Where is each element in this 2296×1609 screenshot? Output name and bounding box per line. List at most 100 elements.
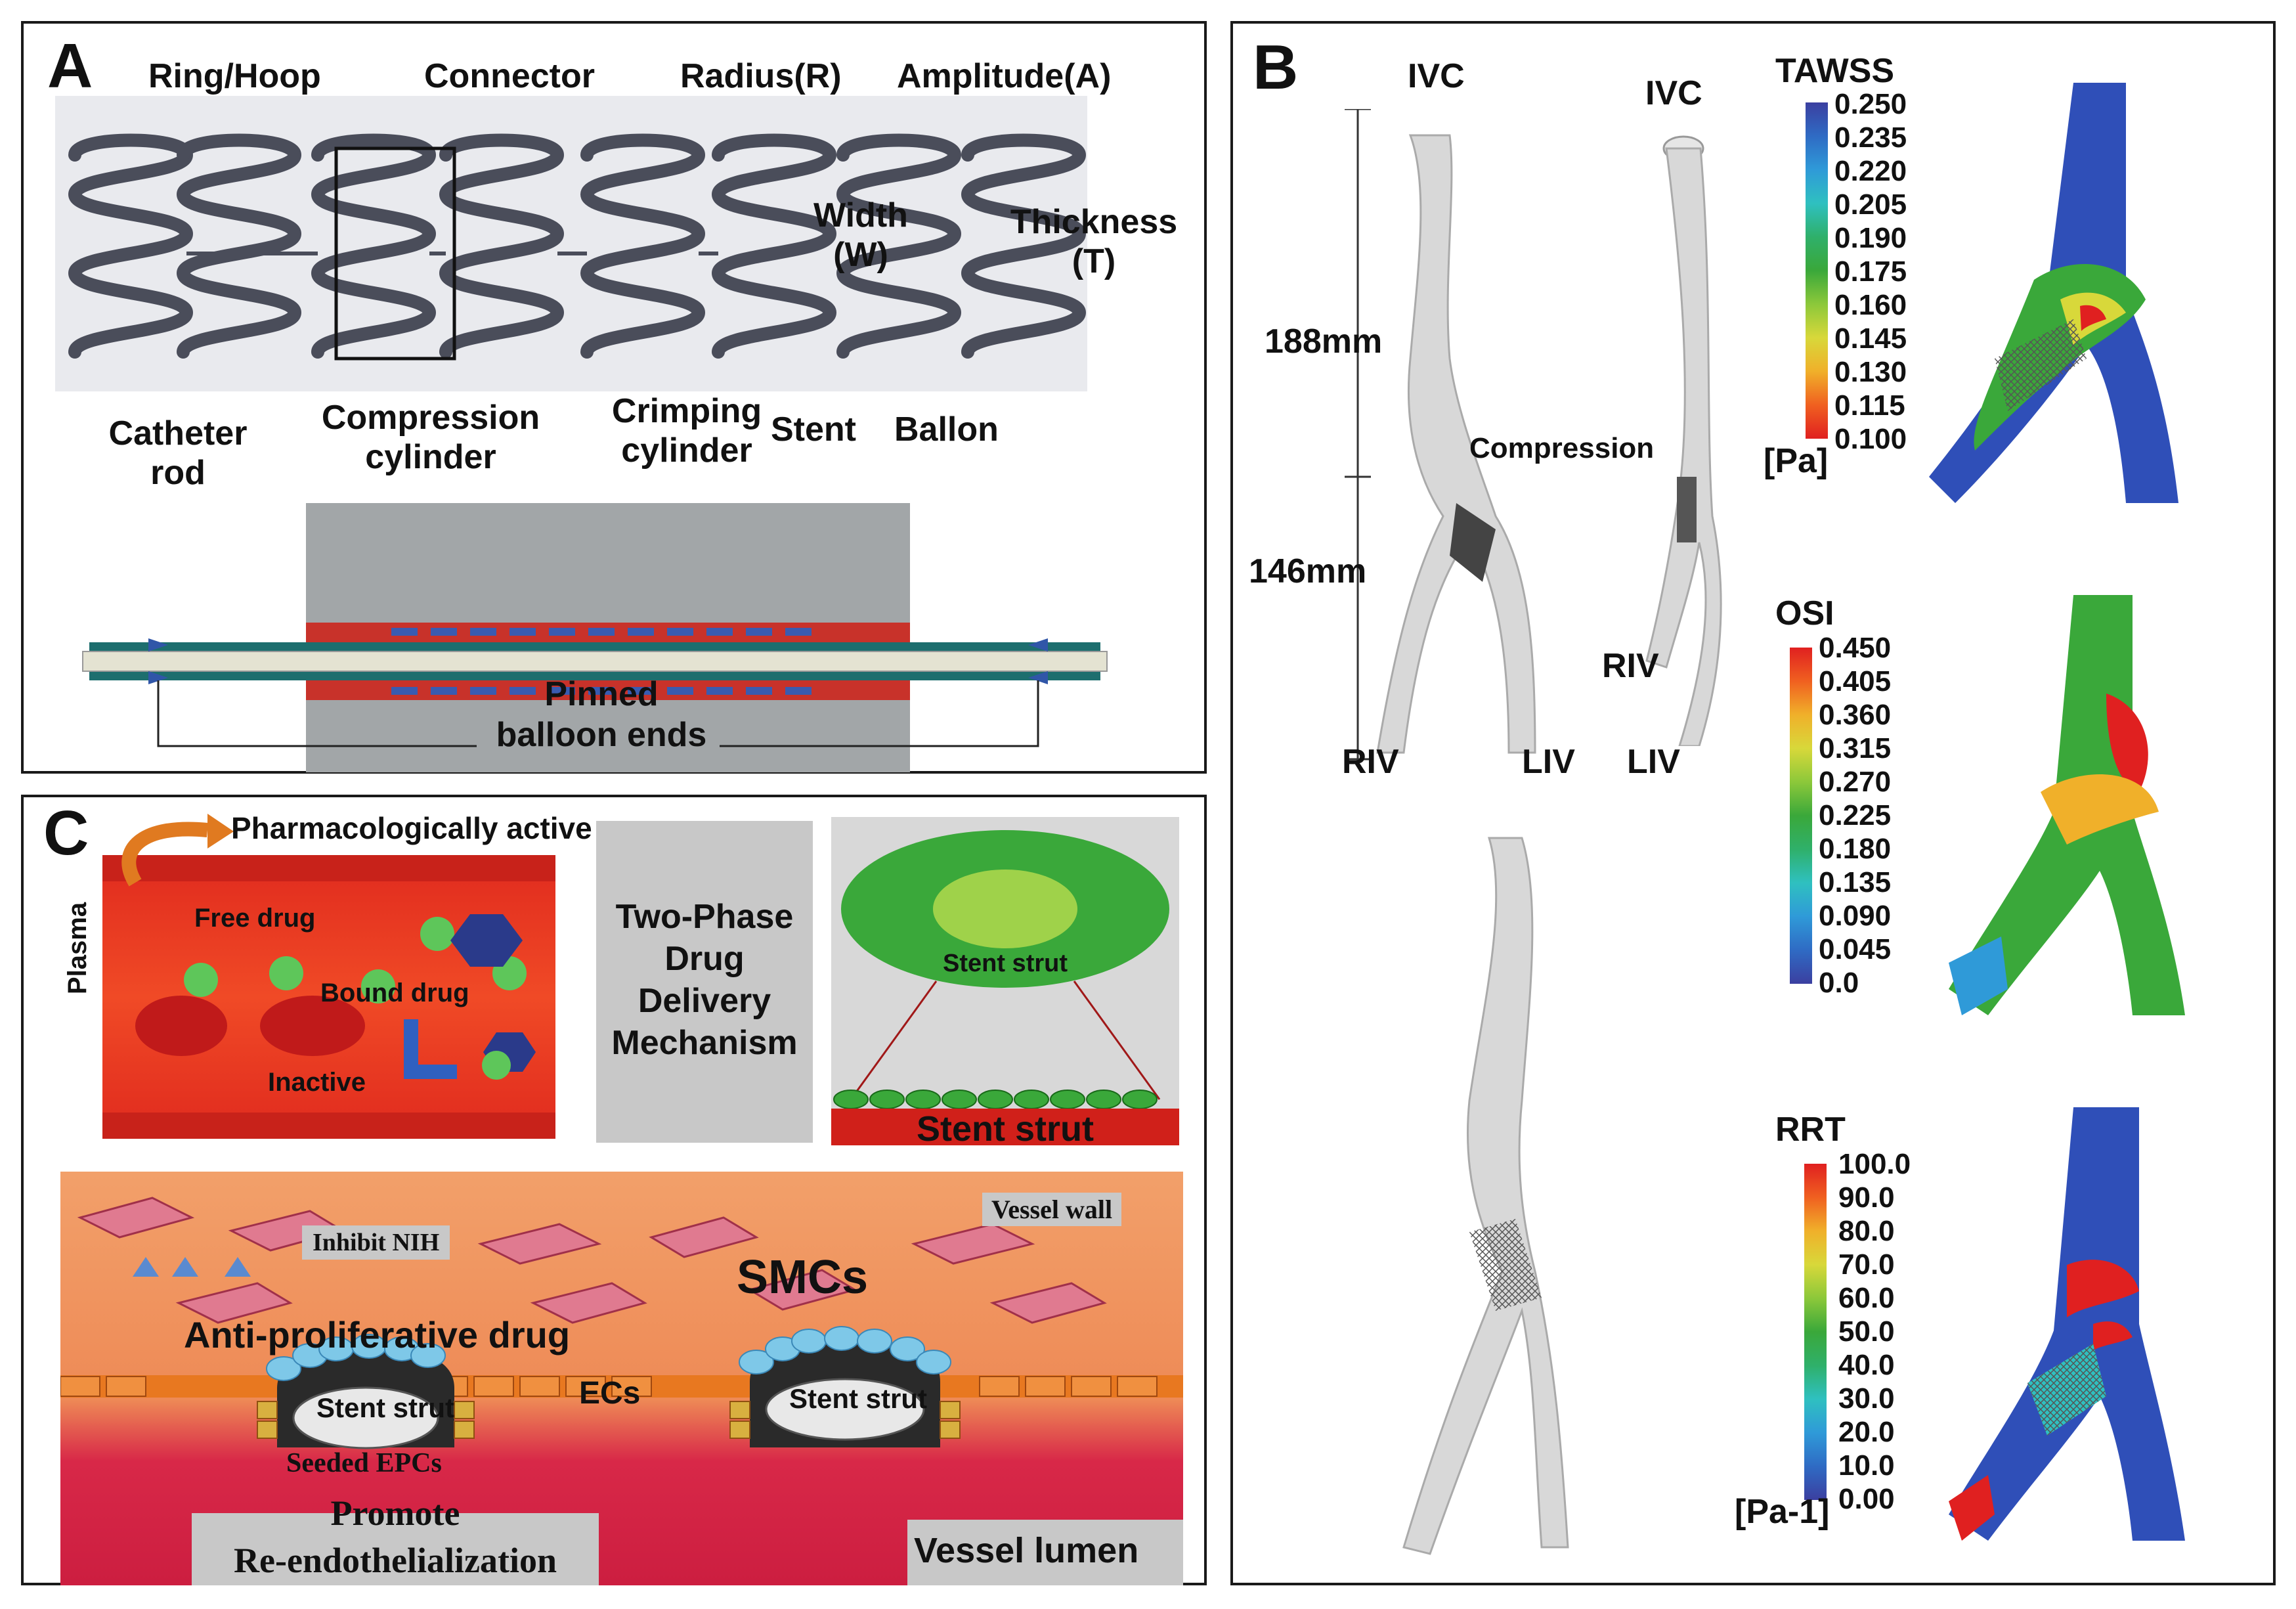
rrt-tick: 40.0	[1838, 1349, 1895, 1381]
label-connector: Connector	[424, 57, 595, 95]
label-stent-strut-2: Stent strut	[789, 1383, 927, 1414]
rrt-tick: 70.0	[1838, 1248, 1895, 1281]
osi-tick: 0.180	[1819, 833, 1892, 865]
label-vessel-wall: Vessel wall	[982, 1193, 1122, 1226]
label-inhibit-nih: Inhibit NIH	[302, 1225, 450, 1260]
rrt-tick: 0.00	[1838, 1483, 1895, 1515]
osi-tick: 0.270	[1819, 766, 1892, 798]
crimping-assembly-svg	[82, 503, 1108, 772]
label-liv-left: LIV	[1522, 743, 1575, 781]
tawss-title: TAWSS	[1775, 52, 1895, 90]
plasma-vessel	[102, 855, 555, 1139]
osi-title: OSI	[1775, 594, 1834, 632]
label-pharmacologically-active: Pharmacologically active	[231, 811, 592, 845]
tawss-tick: 0.205	[1834, 188, 1907, 221]
label-smcs: SMCs	[737, 1251, 869, 1304]
osi-tick: 0.405	[1819, 665, 1892, 697]
label-seeded-epcs: Seeded EPCs	[286, 1448, 442, 1478]
label-stent-strut-bar: Stent strut	[917, 1109, 1094, 1149]
label-liv-right: LIV	[1627, 743, 1680, 781]
label-width: Width (W)	[813, 196, 908, 274]
label-catheter-rod: Catheter rod	[108, 414, 248, 492]
rrt-tick: 20.0	[1838, 1416, 1895, 1448]
stent-strut-zoom	[831, 817, 1179, 1145]
tawss-tick: 0.220	[1834, 155, 1907, 187]
osi-tick: 0.315	[1819, 732, 1892, 764]
rrt-tick: 80.0	[1838, 1215, 1895, 1247]
osi-tick: 0.090	[1819, 900, 1892, 932]
label-stent-strut-1: Stent strut	[316, 1392, 454, 1423]
stent-rings-svg	[68, 133, 1087, 361]
label-compression: Compression	[1469, 432, 1655, 464]
rrt-tick: 60.0	[1838, 1282, 1895, 1314]
pharma-arrow	[121, 814, 234, 887]
label-riv-right: RIV	[1602, 647, 1659, 685]
rrt-title: RRT	[1775, 1111, 1846, 1149]
label-ivc-left: IVC	[1408, 57, 1465, 95]
panel-c-label: C	[43, 798, 89, 868]
label-pinned-balloon-ends: Pinned balloon ends	[496, 675, 707, 754]
label-promote: Promote Re-endothelialization	[234, 1493, 557, 1580]
vein-model-stented	[1402, 837, 1569, 1555]
tawss-tick: 0.190	[1834, 222, 1907, 254]
label-antiproliferative: Anti-proliferative drug	[184, 1314, 571, 1356]
dimension-arrows	[1345, 109, 1371, 760]
tawss-tick: 0.250	[1834, 88, 1907, 120]
osi-contour-plot	[1949, 595, 2185, 1015]
rrt-tick: 10.0	[1838, 1449, 1895, 1482]
vessel-wall-scene	[60, 1172, 1183, 1585]
label-two-phase: Two-Phase Drug Delivery Mechanism	[611, 898, 798, 1062]
osi-tick: 0.045	[1819, 933, 1892, 965]
osi-colorbar	[1790, 648, 1812, 984]
panel-b-label: B	[1253, 32, 1299, 102]
vein-model-side	[1645, 135, 1722, 746]
label-radius: Radius(R)	[680, 57, 842, 95]
label-amplitude: Amplitude(A)	[897, 57, 1112, 95]
panel-b: B IVC 188mm 146mm RIV LIV IVC Compressio…	[1230, 21, 2276, 1585]
label-ballon: Ballon	[894, 410, 999, 449]
label-thickness: Thickness (T)	[1010, 203, 1178, 280]
osi-tick: 0.225	[1819, 799, 1892, 831]
label-plasma: Plasma	[63, 902, 92, 994]
label-riv-left: RIV	[1342, 743, 1399, 781]
ring-highlight-box	[334, 146, 456, 361]
label-stent-strut-top: Stent strut	[943, 950, 1068, 977]
tawss-unit: [Pa]	[1764, 442, 1829, 480]
tawss-tick: 0.145	[1834, 322, 1907, 355]
panel-c: C Pharmacologically active Plasma Free d…	[21, 795, 1207, 1585]
tawss-tick: 0.100	[1834, 423, 1907, 455]
label-bound-drug: Bound drug	[320, 979, 469, 1007]
plasma-vessel-svg	[102, 855, 555, 1139]
rrt-contour-plot	[1949, 1107, 2185, 1541]
label-free-drug: Free drug	[194, 904, 316, 933]
label-dim-146: 146mm	[1249, 552, 1367, 590]
panel-a-label: A	[47, 31, 93, 101]
tawss-colorbar	[1806, 102, 1828, 439]
rrt-tick: 90.0	[1838, 1181, 1895, 1214]
label-stent: Stent	[771, 410, 856, 449]
osi-tick: 0.0	[1819, 967, 1859, 999]
tawss-tick: 0.130	[1834, 356, 1907, 388]
label-vessel-lumen: Vessel lumen	[914, 1531, 1139, 1570]
rrt-tick: 50.0	[1838, 1315, 1895, 1348]
osi-tick: 0.135	[1819, 866, 1892, 898]
rrt-tick: 100.0	[1838, 1148, 1911, 1180]
tawss-tick: 0.175	[1834, 255, 1907, 288]
tawss-tick: 0.115	[1834, 389, 1905, 422]
tawss-contour-plot	[1929, 83, 2178, 503]
vein-model-front	[1376, 134, 1536, 754]
tawss-tick: 0.235	[1834, 121, 1907, 154]
panel-a: A Ring/Hoop Connector Radius(R	[21, 21, 1207, 774]
label-crimping-cylinder: Crimping cylinder	[611, 392, 762, 470]
label-dim-188: 188mm	[1265, 322, 1383, 361]
label-compression-cylinder: Compression cylinder	[321, 399, 540, 476]
label-inactive: Inactive	[268, 1068, 366, 1097]
tawss-tick: 0.160	[1834, 289, 1907, 321]
label-ecs: ECs	[579, 1376, 641, 1411]
stent-geometry-render	[55, 96, 1087, 391]
rrt-colorbar	[1804, 1164, 1827, 1500]
vessel-wall-svg	[60, 1197, 1183, 1585]
osi-tick: 0.360	[1819, 699, 1892, 731]
rrt-unit: [Pa-1]	[1735, 1493, 1830, 1531]
rrt-tick: 30.0	[1838, 1382, 1895, 1415]
